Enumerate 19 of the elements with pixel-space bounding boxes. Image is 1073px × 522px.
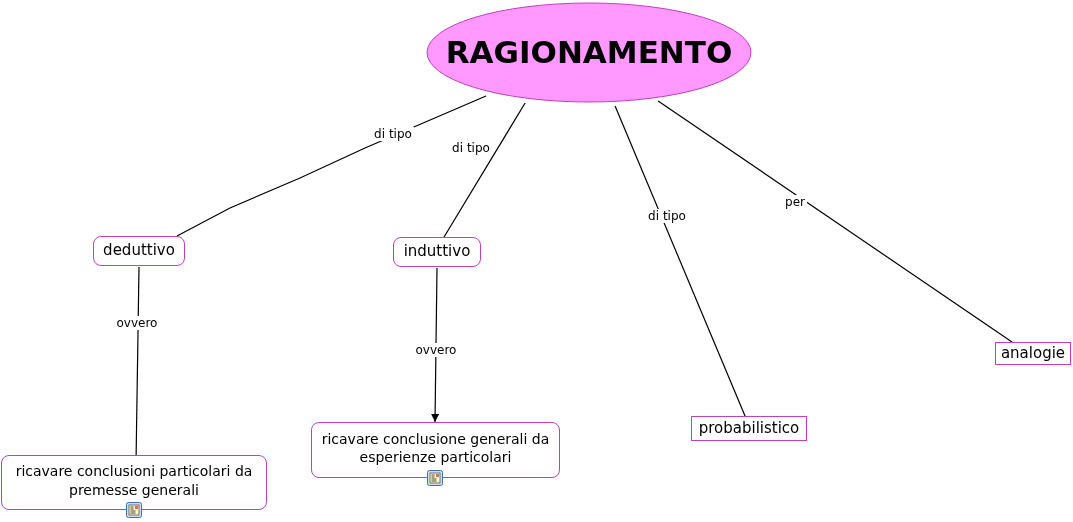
topic-title: RAGIONAMENTO bbox=[445, 33, 733, 73]
arrow bbox=[431, 267, 440, 423]
concept-box: probabilistico bbox=[691, 416, 807, 441]
edge-label: ovvero bbox=[413, 343, 459, 357]
concept-box: induttivo bbox=[393, 237, 481, 267]
concept-box: ricavare conclusioni particolari da premesse generali bbox=[1, 455, 267, 510]
edge-label: di tipo bbox=[646, 209, 688, 223]
edge-label: ovvero bbox=[114, 316, 160, 330]
connector-line bbox=[176, 95, 487, 237]
connector-line bbox=[657, 100, 1013, 343]
concept-box: analogie bbox=[995, 342, 1071, 365]
edge-label: di tipo bbox=[450, 141, 492, 155]
edge-label: di tipo bbox=[372, 127, 414, 141]
concept-box: deduttivo bbox=[93, 236, 185, 266]
connector-line bbox=[614, 105, 746, 417]
connector-line bbox=[443, 102, 526, 238]
edge-label: per bbox=[783, 195, 807, 209]
connector-line bbox=[135, 266, 140, 456]
concept-box: ricavare conclusione generali da esperienze particolari bbox=[311, 422, 560, 478]
